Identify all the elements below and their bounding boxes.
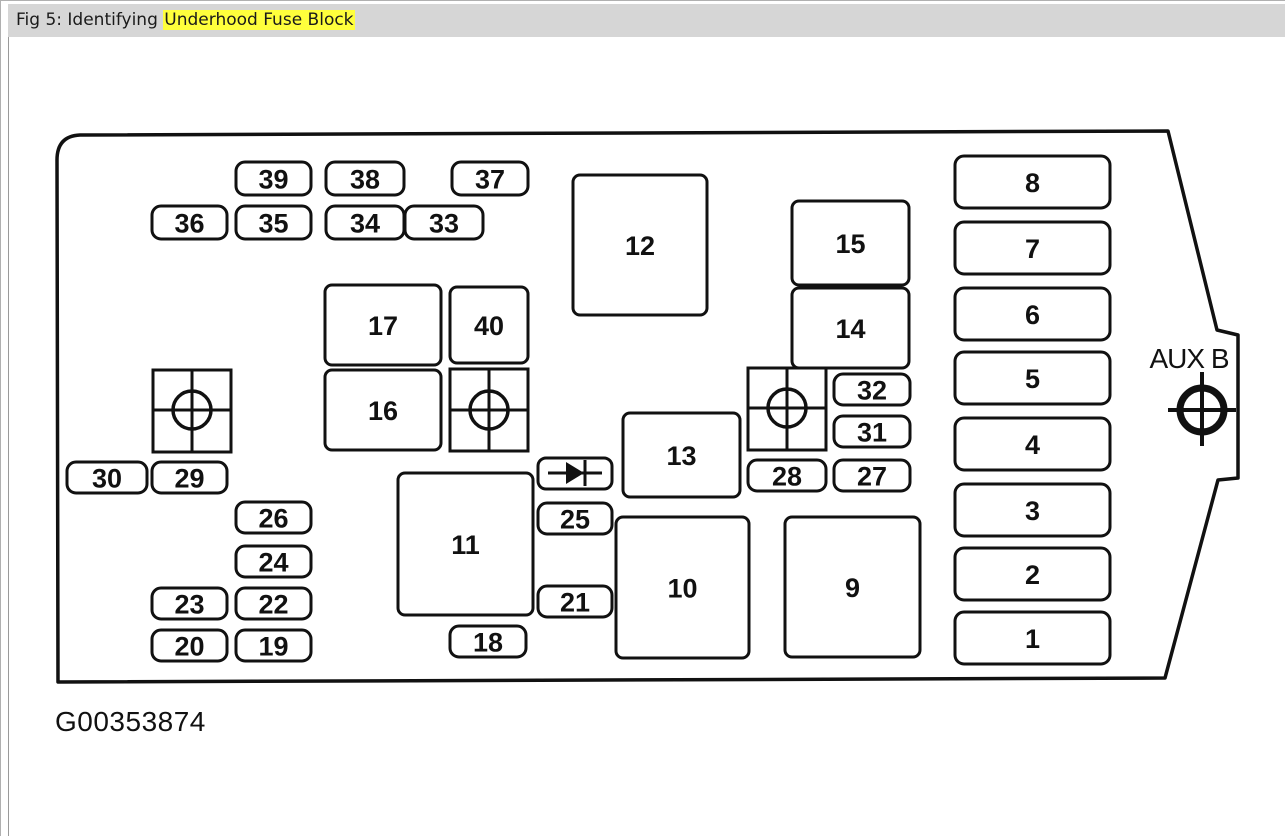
relay-13-label: 13 (666, 441, 696, 471)
relay-12: 12 (571, 173, 709, 317)
fuse-28: 28 (746, 458, 828, 493)
left-rule (8, 37, 9, 836)
fuse-39-label: 39 (258, 165, 288, 195)
aux-terminal-icon (1168, 372, 1236, 446)
relay-10: 10 (614, 515, 751, 660)
maxi-fuse-8-label: 8 (1025, 168, 1040, 198)
fuse-39: 39 (234, 160, 313, 197)
maxi-fuse-6: 6 (953, 286, 1112, 342)
fuse-37-label: 37 (475, 165, 505, 195)
fuse-28-label: 28 (772, 462, 802, 492)
fuse-30-label: 30 (92, 464, 122, 494)
fuse-24: 24 (234, 544, 313, 579)
fuse-18-label: 18 (473, 628, 503, 658)
fuse-22-label: 22 (258, 590, 288, 620)
relay-17-label: 17 (368, 311, 398, 341)
fuse-26-label: 26 (258, 504, 288, 534)
relay-9-label: 9 (845, 573, 860, 603)
mounting-bolt-left (151, 368, 233, 454)
fuse-35-label: 35 (258, 209, 288, 239)
fuse-38-label: 38 (350, 165, 380, 195)
fuse-38: 38 (324, 160, 406, 197)
relay-40: 40 (448, 285, 530, 365)
maxi-fuse-1-label: 1 (1025, 624, 1040, 654)
relay-15-label: 15 (835, 229, 865, 259)
fuse-33: 33 (403, 204, 485, 241)
fuse-18: 18 (448, 624, 528, 659)
relay-14: 14 (790, 286, 911, 370)
fuse-35: 35 (234, 204, 313, 241)
maxi-fuse-3-label: 3 (1025, 496, 1040, 526)
relay-14-label: 14 (835, 314, 865, 344)
maxi-fuse-7-label: 7 (1025, 234, 1040, 264)
fuse-31-label: 31 (857, 418, 887, 448)
relay-11-label: 11 (451, 530, 480, 560)
mounting-bolt-right (746, 366, 828, 452)
figure-id: G00353874 (55, 706, 206, 737)
fuse-32-label: 32 (857, 376, 887, 406)
fuse-34-label: 34 (350, 209, 380, 239)
fuse-23-label: 23 (174, 590, 204, 620)
fuse-30: 30 (65, 460, 149, 495)
relay-17: 17 (323, 283, 443, 367)
maxi-fuse-2-label: 2 (1025, 560, 1040, 590)
fuse-27: 27 (832, 458, 912, 493)
caption-highlight: Underhood Fuse Block (163, 10, 355, 30)
small-fuse-group: 39 38 37 36 35 34 33 30 29 26 24 23 22 20 19 18 25 21 32 31… (65, 160, 912, 663)
fuse-21: 21 (536, 584, 614, 619)
maxi-fuse-1: 1 (953, 610, 1112, 666)
relay-13: 13 (621, 411, 742, 499)
fuse-21-label: 21 (560, 588, 590, 618)
maxi-fuse-group: 8 7 6 5 4 3 2 1 (953, 154, 1112, 666)
relay-16: 16 (323, 368, 443, 452)
fuse-19: 19 (234, 628, 313, 663)
maxi-fuse-4-label: 4 (1025, 430, 1040, 460)
fuse-29: 29 (150, 460, 229, 495)
fuse-27-label: 27 (857, 462, 887, 492)
fuse-33-label: 33 (429, 209, 459, 239)
relay-40-label: 40 (474, 311, 504, 341)
fuse-32: 32 (832, 372, 912, 407)
maxi-fuse-8: 8 (953, 154, 1112, 210)
relay-12-label: 12 (625, 231, 655, 261)
relay-group: 12 15 14 17 40 16 13 11 10 9 (323, 173, 922, 660)
maxi-fuse-4: 4 (953, 416, 1112, 472)
maxi-fuse-5-label: 5 (1025, 364, 1040, 394)
fuse-36-label: 36 (174, 209, 204, 239)
relay-15: 15 (790, 199, 911, 287)
fuse-29-label: 29 (174, 464, 204, 494)
fuse-25: 25 (536, 501, 614, 536)
relay-10-label: 10 (667, 574, 697, 604)
maxi-fuse-3: 3 (953, 482, 1112, 538)
maxi-fuse-2: 2 (953, 546, 1112, 602)
fuse-19-label: 19 (258, 632, 288, 662)
maxi-fuse-6-label: 6 (1025, 300, 1040, 330)
caption-prefix: Fig 5: Identifying (16, 10, 164, 30)
figure-caption: Fig 5: Identifying Underhood Fuse Block (8, 4, 1285, 37)
maxi-fuse-7: 7 (953, 220, 1112, 276)
fuse-25-label: 25 (560, 505, 590, 535)
fuse-36: 36 (150, 204, 229, 241)
diode-icon (536, 456, 614, 491)
mounting-bolt-center (448, 367, 530, 453)
aux-terminal-label: AUX B (1149, 343, 1228, 374)
fuse-23: 23 (150, 586, 229, 621)
relay-9: 9 (783, 515, 922, 659)
relay-16-label: 16 (368, 396, 398, 426)
fuse-26: 26 (234, 500, 313, 535)
fuse-31: 31 (832, 414, 912, 449)
fuse-20: 20 (150, 628, 229, 663)
fuse-34: 34 (324, 204, 406, 241)
fuse-20-label: 20 (174, 632, 204, 662)
fuse-block-outline (55, 129, 1240, 684)
maxi-fuse-5: 5 (953, 350, 1112, 406)
fuse-22: 22 (234, 586, 313, 621)
fuse-37: 37 (450, 160, 530, 197)
relay-11: 11 (396, 471, 535, 617)
fuse-24-label: 24 (258, 548, 288, 578)
